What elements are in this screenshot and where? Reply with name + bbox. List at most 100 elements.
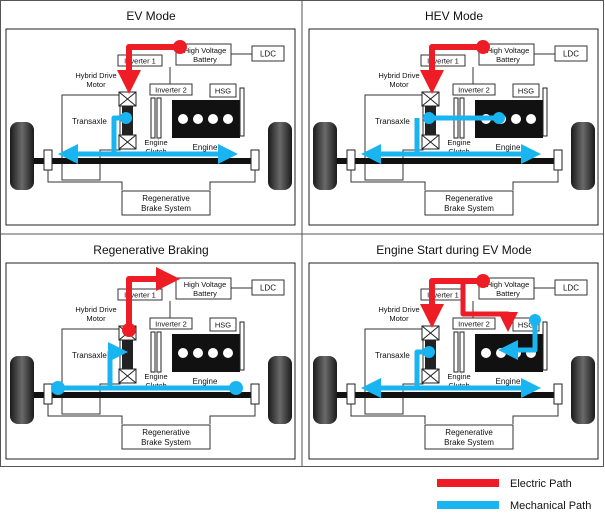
left-cv-joint bbox=[43, 383, 53, 405]
ldc-label: LDC bbox=[260, 50, 276, 59]
right-cv-joint bbox=[553, 149, 563, 171]
inverter-1-label: Inverter 1 bbox=[427, 57, 459, 66]
motor-label-1: Hybrid Drive bbox=[75, 71, 116, 80]
regen-brake-box bbox=[424, 190, 514, 216]
clutch-label-1: Engine bbox=[144, 372, 167, 381]
ldc-box bbox=[251, 279, 285, 296]
regen-brake-label-1: Regenerative bbox=[142, 428, 190, 437]
legend-electric-swatch bbox=[437, 479, 499, 487]
inverter-2-label: Inverter 2 bbox=[155, 86, 187, 95]
motor-label-1: Hybrid Drive bbox=[378, 71, 419, 80]
transaxle-outline bbox=[364, 94, 424, 181]
legend-mechanical-label: Mechanical Path bbox=[510, 500, 591, 512]
battery-label-2: Battery bbox=[496, 55, 520, 64]
ldc-label: LDC bbox=[563, 50, 579, 59]
right-wheel bbox=[571, 122, 595, 190]
regen-brake-label-1: Regenerative bbox=[445, 428, 493, 437]
motor-cross-bottom bbox=[421, 134, 440, 150]
ldc-box bbox=[554, 45, 588, 62]
engine-cylinder bbox=[526, 114, 536, 124]
regen-brake-label-2: Brake System bbox=[141, 204, 191, 213]
inverter-1-label: Inverter 1 bbox=[124, 291, 156, 300]
electric-path bbox=[126, 267, 180, 334]
battery-label-2: Battery bbox=[496, 289, 520, 298]
regen-flow-paths bbox=[51, 267, 243, 395]
inverter-2-box bbox=[149, 317, 193, 330]
motor-label-2: Motor bbox=[389, 314, 409, 323]
clutch-plate-b bbox=[156, 97, 162, 139]
right-brake-line bbox=[512, 170, 559, 190]
engine-cylinder bbox=[208, 348, 218, 358]
regen-brake-box bbox=[121, 190, 211, 216]
transaxle-outline bbox=[61, 94, 121, 181]
inverter-1-box bbox=[117, 288, 163, 301]
panel-base: Regenerative Braking Regenerative Brake … bbox=[5, 243, 296, 460]
engine-cylinder bbox=[223, 114, 233, 124]
right-wheel bbox=[268, 122, 292, 190]
engine-label: Engine bbox=[496, 143, 521, 152]
mechanical-path-source bbox=[51, 381, 65, 395]
clutch-label-1: Engine bbox=[447, 138, 470, 147]
clutch-label-1: Engine bbox=[447, 372, 470, 381]
left-wheel bbox=[313, 122, 337, 190]
vehicle-frame bbox=[308, 28, 599, 226]
inverter-1-label: Inverter 1 bbox=[124, 57, 156, 66]
motor-shaft bbox=[122, 340, 133, 369]
electric-path-source bbox=[122, 323, 136, 337]
hev-flow-paths bbox=[361, 40, 541, 164]
electric-path bbox=[460, 278, 518, 332]
mechanical-path-source bbox=[120, 112, 132, 124]
clutch-label-1: Engine bbox=[144, 138, 167, 147]
transaxle-outline bbox=[364, 328, 424, 415]
clutch-plate-b bbox=[156, 331, 162, 373]
panel-regenerative-braking: Regenerative Braking Regenerative Brake … bbox=[5, 243, 296, 460]
motor-label-2: Motor bbox=[86, 314, 106, 323]
right-cv-joint bbox=[250, 383, 260, 405]
transaxle-label: Transaxle bbox=[375, 117, 410, 126]
regen-brake-label-2: Brake System bbox=[141, 438, 191, 447]
left-brake-line bbox=[47, 404, 123, 424]
inverter-2-label: Inverter 2 bbox=[458, 86, 490, 95]
engine-cylinder bbox=[193, 114, 203, 124]
regen-brake-label-2: Brake System bbox=[444, 438, 494, 447]
mechanical-path bbox=[107, 342, 128, 388]
engine-cylinder bbox=[496, 348, 506, 358]
hsg-belt bbox=[542, 87, 548, 137]
ldc-label: LDC bbox=[563, 284, 579, 293]
hsg-box bbox=[209, 83, 237, 98]
battery-label-1: High Voltage bbox=[487, 46, 530, 55]
clutch-plate-b bbox=[459, 331, 465, 373]
battery-label-1: High Voltage bbox=[184, 280, 227, 289]
electric-path bbox=[420, 44, 483, 94]
panel-title: Engine Start during EV Mode bbox=[376, 243, 532, 257]
motor-cross-top bbox=[118, 91, 137, 107]
motor-label-2: Motor bbox=[86, 80, 106, 89]
hsg-label: HSG bbox=[518, 321, 534, 330]
panel-title: Regenerative Braking bbox=[93, 243, 208, 257]
motor-cross-top bbox=[421, 325, 440, 341]
left-cv-joint bbox=[346, 383, 356, 405]
panel-engine-start-ev-mode: Engine Start during EV Mode Regenerative… bbox=[308, 243, 599, 460]
hsg-label: HSG bbox=[518, 87, 534, 96]
clutch-plate-a bbox=[453, 331, 459, 373]
motor-label-2: Motor bbox=[389, 80, 409, 89]
regen-brake-box bbox=[121, 424, 211, 450]
transaxle-label: Transaxle bbox=[72, 351, 107, 360]
regen-brake-label-2: Brake System bbox=[444, 204, 494, 213]
battery-label-2: Battery bbox=[193, 55, 217, 64]
inverter-1-label: Inverter 1 bbox=[427, 291, 459, 300]
legend: Electric Path Mechanical Path bbox=[437, 478, 591, 512]
left-brake-line bbox=[350, 404, 426, 424]
inverter-1-box bbox=[117, 54, 163, 67]
left-brake-line bbox=[47, 170, 123, 190]
panel-base: Engine Start during EV Mode Regenerative… bbox=[308, 243, 599, 460]
ldc-label: LDC bbox=[260, 284, 276, 293]
engine-cylinder bbox=[178, 114, 188, 124]
mechanical-path bbox=[498, 318, 538, 360]
electric-path-source bbox=[476, 274, 490, 288]
panel-hev-mode: HEV Mode Regenerative Brake System Inver… bbox=[308, 9, 599, 226]
engine-label: Engine bbox=[496, 377, 521, 386]
vehicle-frame bbox=[5, 28, 296, 226]
right-brake-line bbox=[512, 404, 559, 424]
